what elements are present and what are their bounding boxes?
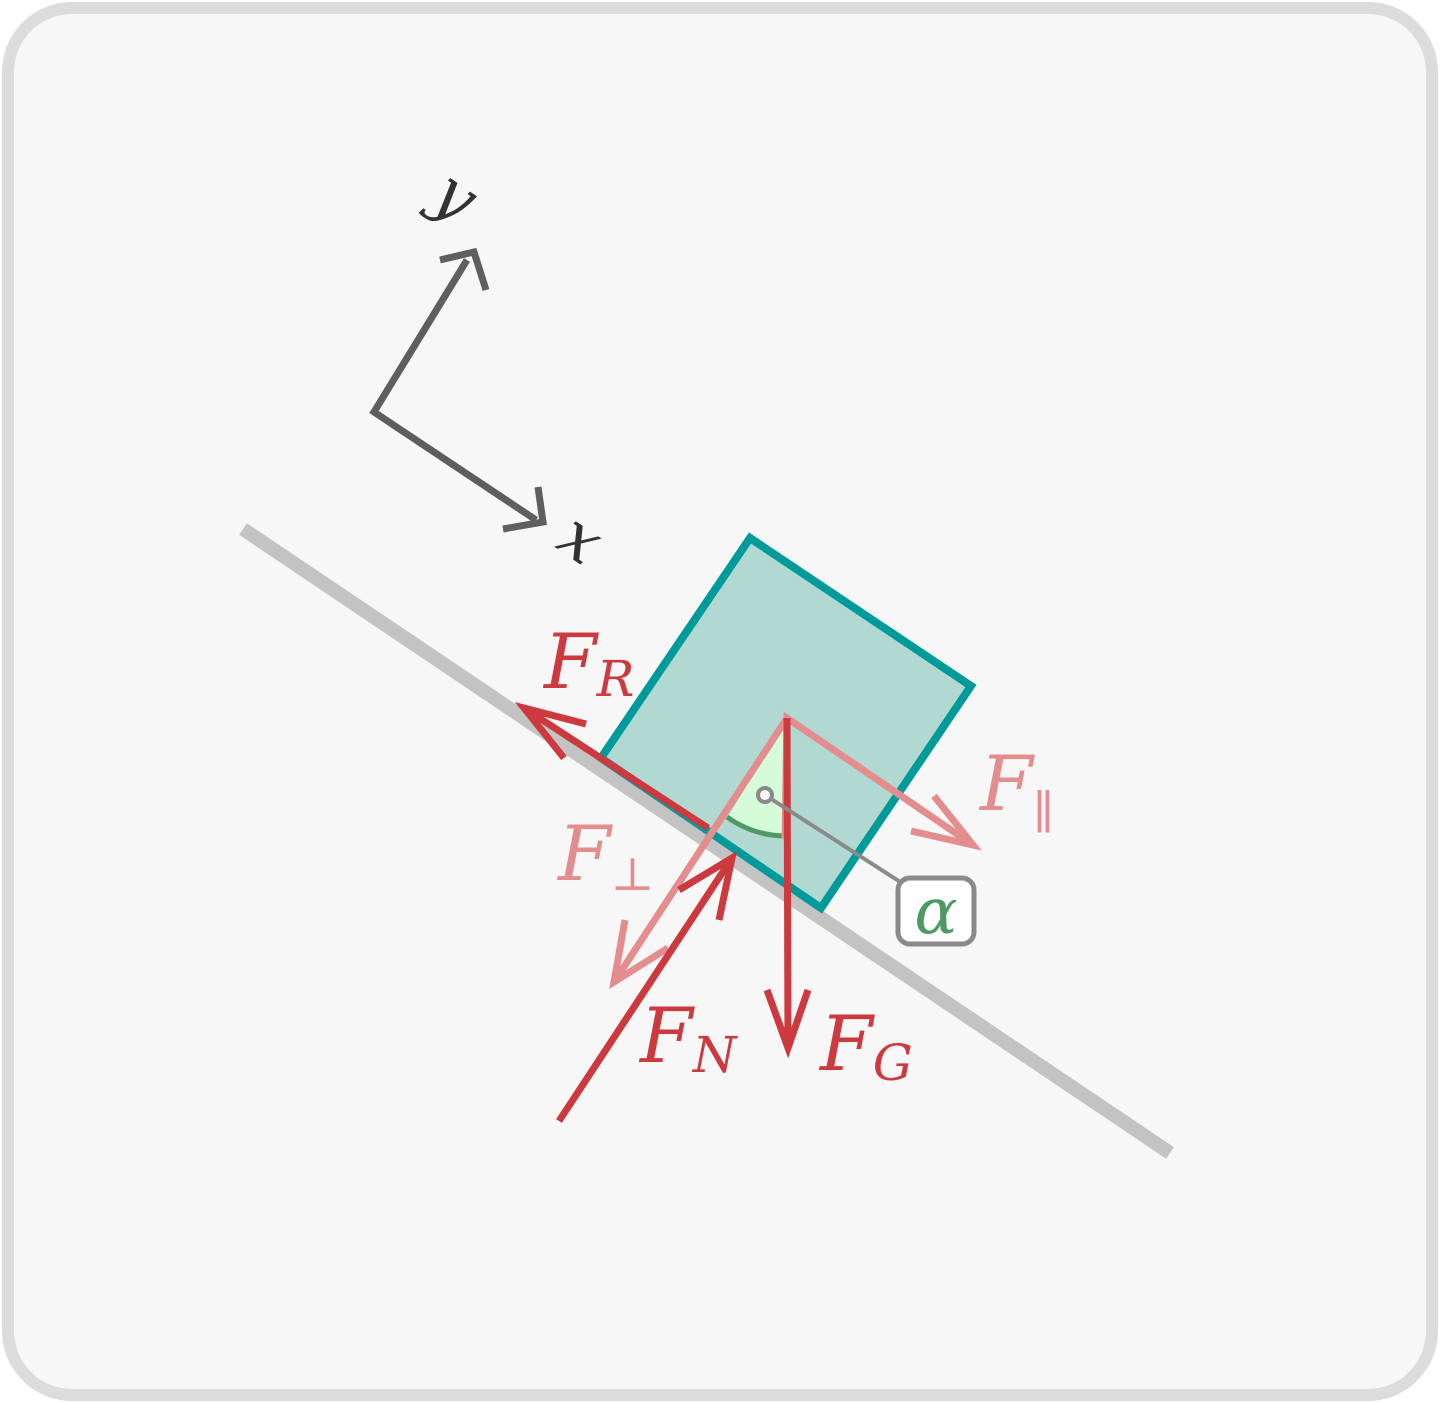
y-axis-arrowhead	[439, 247, 490, 292]
friction-force-arrow	[514, 701, 710, 831]
axis-lines	[369, 258, 538, 523]
angle-wedge	[729, 718, 787, 836]
gravity-force-arrow	[763, 717, 812, 1059]
parallel-component-label: F∥	[978, 739, 1054, 839]
perpendicular-component-label: F⊥	[556, 809, 654, 901]
normal-force-arrow	[556, 850, 738, 1123]
leader-dot	[756, 786, 774, 804]
normal-force-label: FN	[638, 991, 739, 1084]
coordinate-axes	[369, 247, 547, 533]
angle-label: α	[914, 875, 957, 949]
angle-arc	[725, 814, 786, 839]
angle-leader	[756, 786, 907, 887]
x-axis-arrowhead	[502, 486, 547, 533]
angle-marker	[725, 718, 787, 839]
friction-force-label: FR	[542, 617, 634, 708]
angle-label-frame	[895, 875, 977, 947]
leader-line	[763, 793, 907, 887]
angle-label-box: α	[895, 875, 977, 949]
gravity-force-label: FG	[818, 999, 913, 1092]
perpendicular-component-arrow	[609, 716, 790, 990]
